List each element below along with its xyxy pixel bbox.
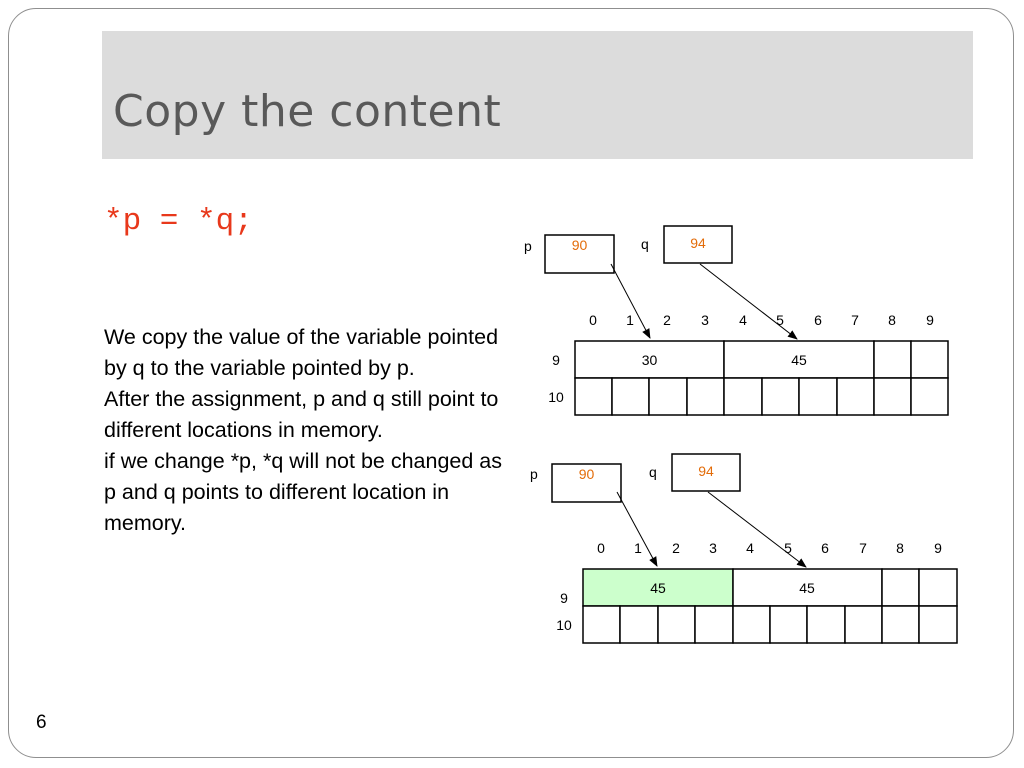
memory-cell (918, 605, 958, 644)
paragraph-3: if we change *p, *q will not be changed … (104, 449, 503, 535)
memory-cell (582, 605, 621, 644)
column-index: 9 (926, 312, 934, 328)
row-index: 9 (560, 590, 568, 606)
paragraph-1: We copy the value of the variable pointe… (104, 325, 499, 380)
memory-cell (619, 605, 659, 644)
column-index: 9 (934, 540, 942, 556)
memory-cell (686, 377, 725, 416)
paragraph-2: After the assignment, p and q still poin… (104, 387, 499, 442)
memory-cell (910, 340, 949, 379)
pointer-q-value: 94 (698, 463, 714, 479)
memory-cell (881, 568, 920, 607)
memory-cell (836, 377, 875, 416)
pointer-p-box (551, 463, 622, 503)
pointer-p-label: p (524, 238, 532, 254)
memory-cell (611, 377, 650, 416)
memory-cell (769, 605, 808, 644)
column-index: 3 (701, 312, 709, 328)
pointer-q-box (671, 453, 741, 492)
memory-cell-int (723, 340, 875, 379)
title-bar (102, 31, 973, 159)
memory-diagrams: p 90 q 94 0 1 2 3 4 5 6 7 8 9 9 10 (524, 225, 958, 644)
arrow-q-to-cell (707, 491, 807, 568)
cell-value: 45 (650, 580, 666, 596)
pointer-q-box (663, 225, 733, 264)
arrow-p-to-cell (616, 491, 658, 567)
memory-cell (657, 605, 696, 644)
memory-diagram-after: p 90 q 94 0 1 2 3 4 5 6 7 8 9 9 10 (530, 453, 958, 644)
memory-cell (798, 377, 838, 416)
page-number: 6 (36, 712, 47, 733)
column-index: 5 (776, 312, 784, 328)
column-index: 7 (859, 540, 867, 556)
pointer-q-label: q (641, 236, 649, 252)
pointer-p-value: 90 (579, 466, 595, 482)
memory-cell (761, 377, 800, 416)
memory-cell (806, 605, 846, 644)
pointer-p-box (544, 234, 615, 274)
memory-cell (910, 377, 949, 416)
cell-value: 45 (799, 580, 815, 596)
memory-cell (574, 377, 613, 416)
row-index: 10 (548, 389, 564, 405)
column-index: 4 (739, 312, 747, 328)
pointer-q-value: 94 (690, 235, 706, 251)
memory-cell (648, 377, 688, 416)
memory-cell (873, 340, 912, 379)
pointer-q-label: q (649, 464, 657, 480)
memory-cell (732, 605, 771, 644)
explanation-text: We copy the value of the variable pointe… (104, 322, 504, 539)
column-index: 2 (672, 540, 680, 556)
column-index: 3 (709, 540, 717, 556)
pointer-p-label: p (530, 466, 538, 482)
cell-value: 30 (642, 352, 658, 368)
column-index: 2 (663, 312, 671, 328)
column-index: 1 (634, 540, 642, 556)
memory-cell (723, 377, 763, 416)
column-index: 7 (851, 312, 859, 328)
memory-cell (694, 605, 734, 644)
row-index: 10 (556, 617, 572, 633)
column-index: 0 (589, 312, 597, 328)
memory-cell (873, 377, 912, 416)
memory-cell (918, 568, 958, 607)
column-index: 0 (597, 540, 605, 556)
column-index: 8 (896, 540, 904, 556)
code-statement: *p = *q; (104, 204, 253, 239)
column-index: 8 (888, 312, 896, 328)
column-index: 6 (821, 540, 829, 556)
pointer-p-value: 90 (572, 237, 588, 253)
column-index: 5 (784, 540, 792, 556)
cell-value: 45 (791, 352, 807, 368)
memory-cell (881, 605, 920, 644)
column-index: 4 (746, 540, 754, 556)
column-index: 1 (626, 312, 634, 328)
memory-cell (844, 605, 883, 644)
arrow-q-to-cell (699, 263, 798, 340)
memory-diagram-before: p 90 q 94 0 1 2 3 4 5 6 7 8 9 9 10 (524, 225, 949, 416)
arrow-p-to-cell (610, 263, 651, 339)
slide-title: Copy the content (113, 86, 502, 137)
row-index: 9 (552, 352, 560, 368)
column-index: 6 (814, 312, 822, 328)
